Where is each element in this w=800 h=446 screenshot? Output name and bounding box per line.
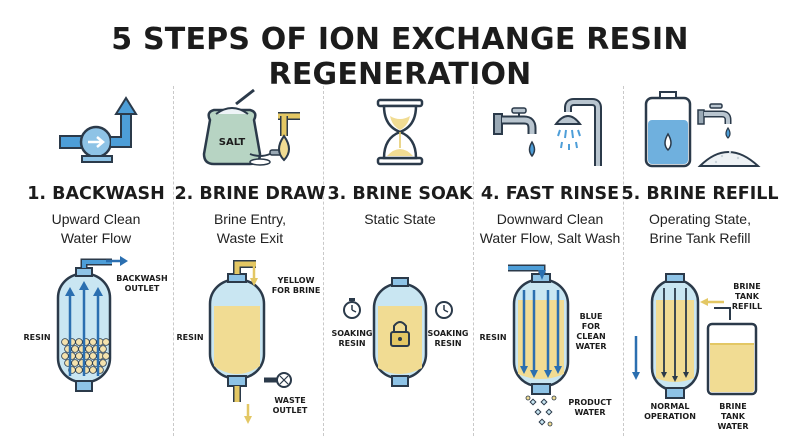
step-description-line: Waste Exit — [216, 230, 284, 246]
label-backwash-outlet: BACKWASH OUTLET — [116, 274, 168, 293]
step-description: Static State — [318, 210, 482, 229]
label-product-water: PRODUCT WATER — [568, 398, 612, 417]
step-description-line: Brine Entry, — [213, 211, 287, 227]
operating-tank — [632, 273, 700, 399]
label-yellow-for-brine: YELLOW FOR BRINE — [271, 276, 321, 295]
brine-tank — [700, 298, 758, 396]
hourglass-icon — [376, 98, 424, 166]
label-waste-outlet: WASTE OUTLET — [272, 396, 308, 415]
brine-drop-icon — [278, 112, 300, 162]
brine-draw-illustration: SALT — [202, 88, 300, 424]
label-soaking-resin: SOAKING RESIN — [427, 329, 469, 348]
step-fast-rinse: 4. FAST RINSE Downward Clean Water Flow,… — [476, 84, 624, 444]
step-description-line: Operating State, — [649, 211, 751, 227]
fast-rinse-tank — [508, 264, 570, 427]
step-title: 4. FAST RINSE — [480, 184, 620, 204]
step-title: 2. BRINE DRAW — [174, 184, 326, 204]
label-brine-tank-refill: BRINE TANK REFILL — [731, 282, 763, 311]
column-divider — [173, 86, 174, 436]
step-brine-draw: SALT — [175, 84, 326, 444]
salt-sack-icon: SALT — [202, 88, 289, 166]
lock-icon — [390, 321, 410, 347]
svg-text:SALT: SALT — [219, 137, 246, 148]
brine-refill-illustration — [632, 91, 761, 399]
pump-icon — [59, 96, 138, 163]
step-description-line: Upward Clean — [51, 211, 141, 227]
brine-soak-illustration — [343, 98, 453, 387]
step-description-line: Water Flow — [60, 230, 132, 246]
fast-rinse-illustration — [493, 98, 602, 427]
step-description: Downward Clean Water Flow, Salt Wash — [468, 210, 632, 248]
step-description-line: Downward Clean — [496, 211, 604, 227]
faucet-icon — [493, 107, 537, 158]
column-divider — [473, 86, 474, 436]
brine-draw-tank — [208, 260, 292, 424]
step-description: Operating State, Brine Tank Refill — [618, 210, 782, 248]
step-description-line: Static State — [364, 211, 436, 227]
label-normal-operation: NORMAL OPERATION — [644, 402, 696, 421]
label-resin: RESIN — [176, 333, 204, 342]
backwash-illustration — [56, 96, 138, 392]
label-soaking-resin: SOAKING RESIN — [331, 329, 373, 348]
page-title: 5 STEPS OF ION EXCHANGE RESIN REGENERATI… — [111, 22, 689, 92]
step-description-line: Water Flow, Salt Wash — [479, 230, 621, 246]
backwash-tank — [56, 256, 128, 392]
clock-icon — [435, 301, 453, 319]
water-tank-icon — [644, 91, 692, 168]
step-description-line: Brine Tank Refill — [649, 230, 751, 246]
step-title: 3. BRINE SOAK — [327, 184, 473, 204]
timer-icon — [343, 298, 361, 319]
step-brine-refill: 5. BRINE REFILL Operating State, Brine T… — [621, 84, 779, 444]
shower-icon — [553, 98, 602, 166]
faucet-salt-icon — [697, 103, 761, 167]
step-backwash: 1. BACKWASH Upward Clean Water Flow BACK… — [22, 84, 170, 444]
step-brine-soak: 3. BRINE SOAK Static State SOAKING RESIN… — [326, 84, 474, 444]
label-blue-for-clean-water: BLUE FOR CLEAN WATER — [575, 312, 607, 351]
step-title: 1. BACKWASH — [27, 184, 165, 204]
step-description: Upward Clean Water Flow — [14, 210, 178, 248]
column-divider — [323, 86, 324, 436]
step-title: 5. BRINE REFILL — [621, 184, 779, 204]
label-resin: RESIN — [479, 333, 507, 342]
brine-soak-tank — [372, 277, 428, 387]
step-description: Brine Entry, Waste Exit — [168, 210, 332, 248]
label-brine-tank-water: BRINE TANK WATER — [717, 402, 749, 431]
label-resin: RESIN — [23, 333, 51, 342]
column-divider — [623, 86, 624, 436]
